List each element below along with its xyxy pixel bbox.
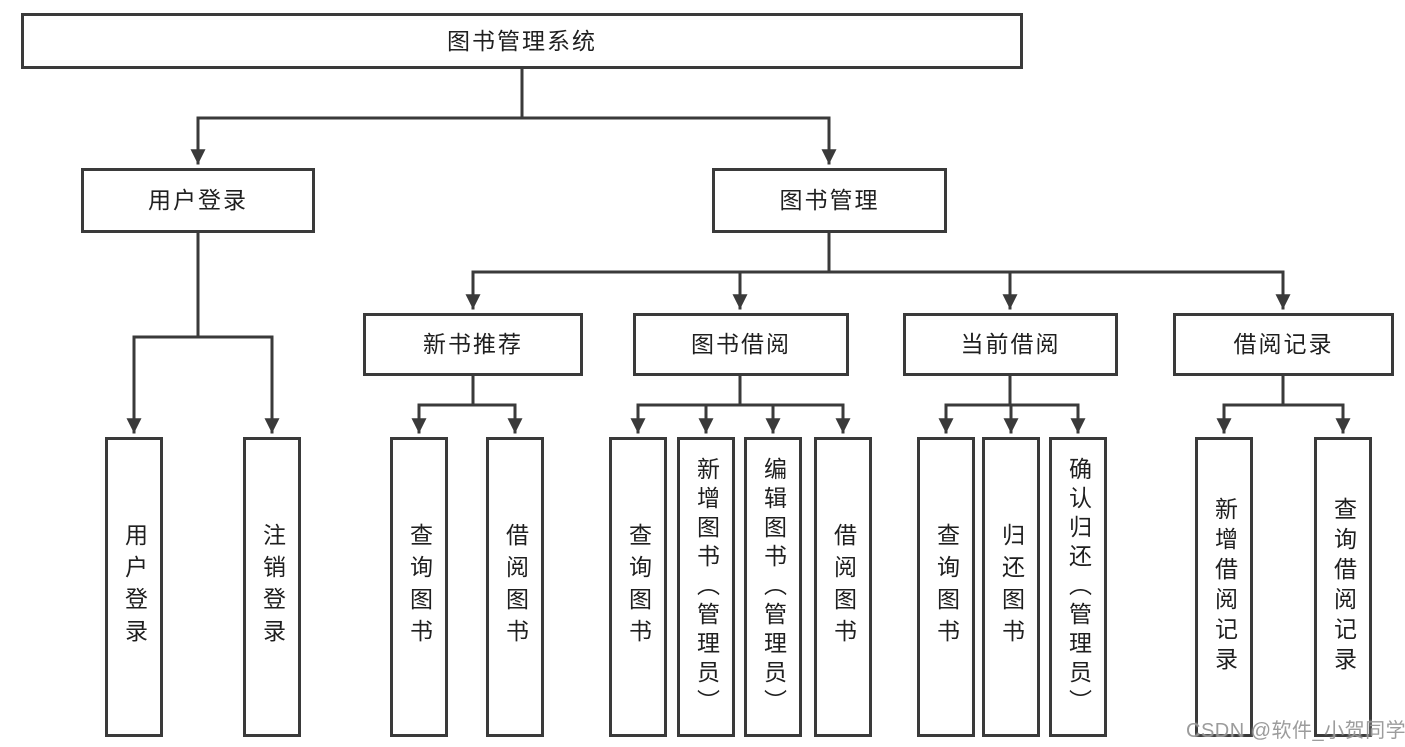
node-leaf-add-book: 新增图书（管理员） [677,437,735,737]
node-book-borrow: 图书借阅 [633,313,849,376]
node-current-borrow-label: 当前借阅 [960,331,1061,357]
node-current-borrow: 当前借阅 [903,313,1118,376]
node-leaf-borrow-book-2-label: 借阅图书 [830,523,857,651]
node-leaf-confirm-return: 确认归还（管理员） [1049,437,1107,737]
node-leaf-query-book-2: 查询图书 [609,437,667,737]
node-borrow-record: 借阅记录 [1173,313,1394,376]
node-leaf-borrow-book-1: 借阅图书 [486,437,544,737]
node-leaf-borrow-book-1-label: 借阅图书 [502,523,529,651]
node-leaf-edit-book-label: 编辑图书（管理员） [760,456,787,718]
node-leaf-query-book-3-label: 查询图书 [933,523,960,651]
node-book-mgmt: 图书管理 [712,168,947,233]
node-leaf-user-login-label: 用户登录 [121,523,148,651]
node-new-book-rec-label: 新书推荐 [423,331,523,357]
node-leaf-add-book-label: 新增图书（管理员） [693,456,720,718]
node-root: 图书管理系统 [21,13,1023,69]
node-leaf-query-record-label: 查询借阅记录 [1330,497,1357,677]
node-leaf-confirm-return-label: 确认归还（管理员） [1065,456,1092,718]
node-new-book-rec: 新书推荐 [363,313,583,376]
node-root-label: 图书管理系统 [447,27,597,54]
node-user-login: 用户登录 [81,168,315,233]
node-leaf-user-login: 用户登录 [105,437,163,737]
node-leaf-query-book-2-label: 查询图书 [625,523,652,651]
node-leaf-add-record-label: 新增借阅记录 [1211,497,1238,677]
node-leaf-query-record: 查询借阅记录 [1314,437,1372,737]
node-leaf-logout: 注销登录 [243,437,301,737]
node-book-borrow-label: 图书借阅 [691,331,791,357]
node-leaf-borrow-book-2: 借阅图书 [814,437,872,737]
node-borrow-record-label: 借阅记录 [1233,331,1334,357]
node-user-login-label: 用户登录 [148,187,248,213]
node-book-mgmt-label: 图书管理 [779,187,880,213]
node-leaf-edit-book: 编辑图书（管理员） [744,437,802,737]
node-leaf-logout-label: 注销登录 [259,523,286,651]
node-leaf-add-record: 新增借阅记录 [1195,437,1253,737]
node-leaf-query-book-1: 查询图书 [390,437,448,737]
csdn-watermark: CSDN @软件_小贺同学 [1186,720,1405,742]
node-leaf-query-book-3: 查询图书 [917,437,975,737]
node-leaf-return-book-label: 归还图书 [998,523,1025,651]
node-leaf-query-book-1-label: 查询图书 [406,523,433,651]
node-leaf-return-book: 归还图书 [982,437,1040,737]
